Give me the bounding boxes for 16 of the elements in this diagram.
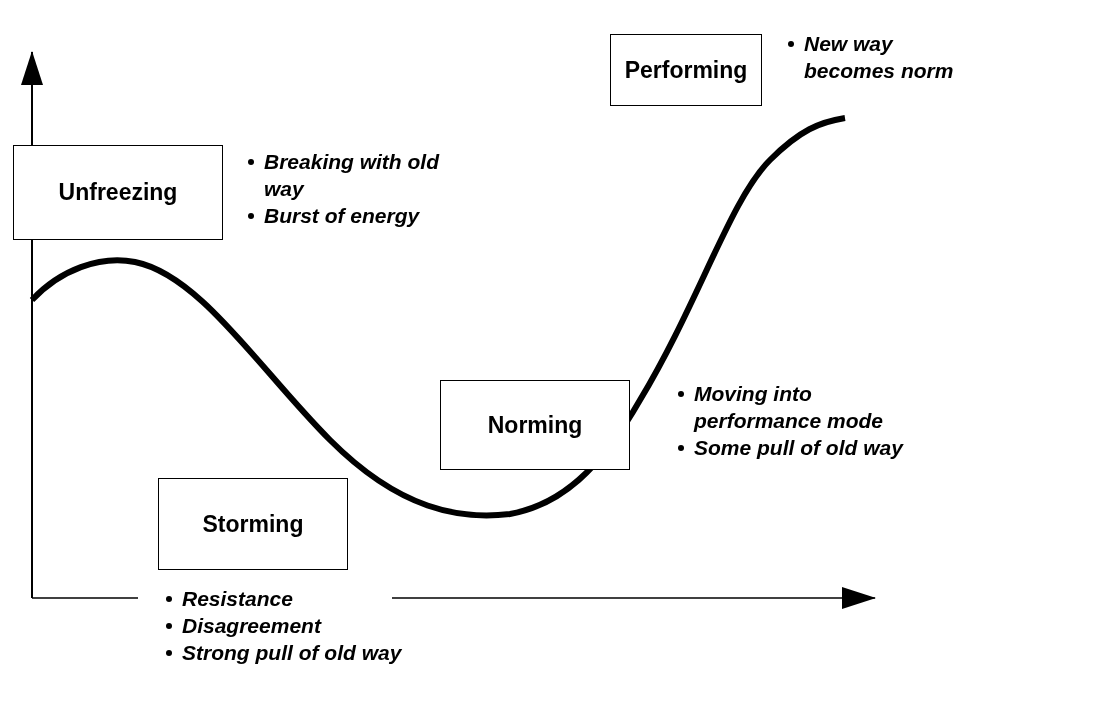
bullet-point: Burst of energy [264,204,420,227]
bullet-point: Moving into performance mode [694,382,884,432]
stage-label: Unfreezing [58,179,178,206]
bullet-point: Some pull of old way [694,436,903,459]
stage-label: Performing [624,56,748,84]
stage-box [13,145,223,240]
bullet-point: Strong pull of old way [182,641,402,664]
bullet-point: Disagreement [182,614,321,637]
stage-box [158,478,348,570]
stage-box [610,34,762,106]
stage-label: Storming [202,510,304,538]
bullet-point: New way becomes norm [804,32,954,82]
bullet-point: Resistance [182,587,293,610]
bullet-point: Breaking with old way [264,150,439,200]
stage-box [440,380,630,470]
stage-label: Norming [487,411,583,439]
